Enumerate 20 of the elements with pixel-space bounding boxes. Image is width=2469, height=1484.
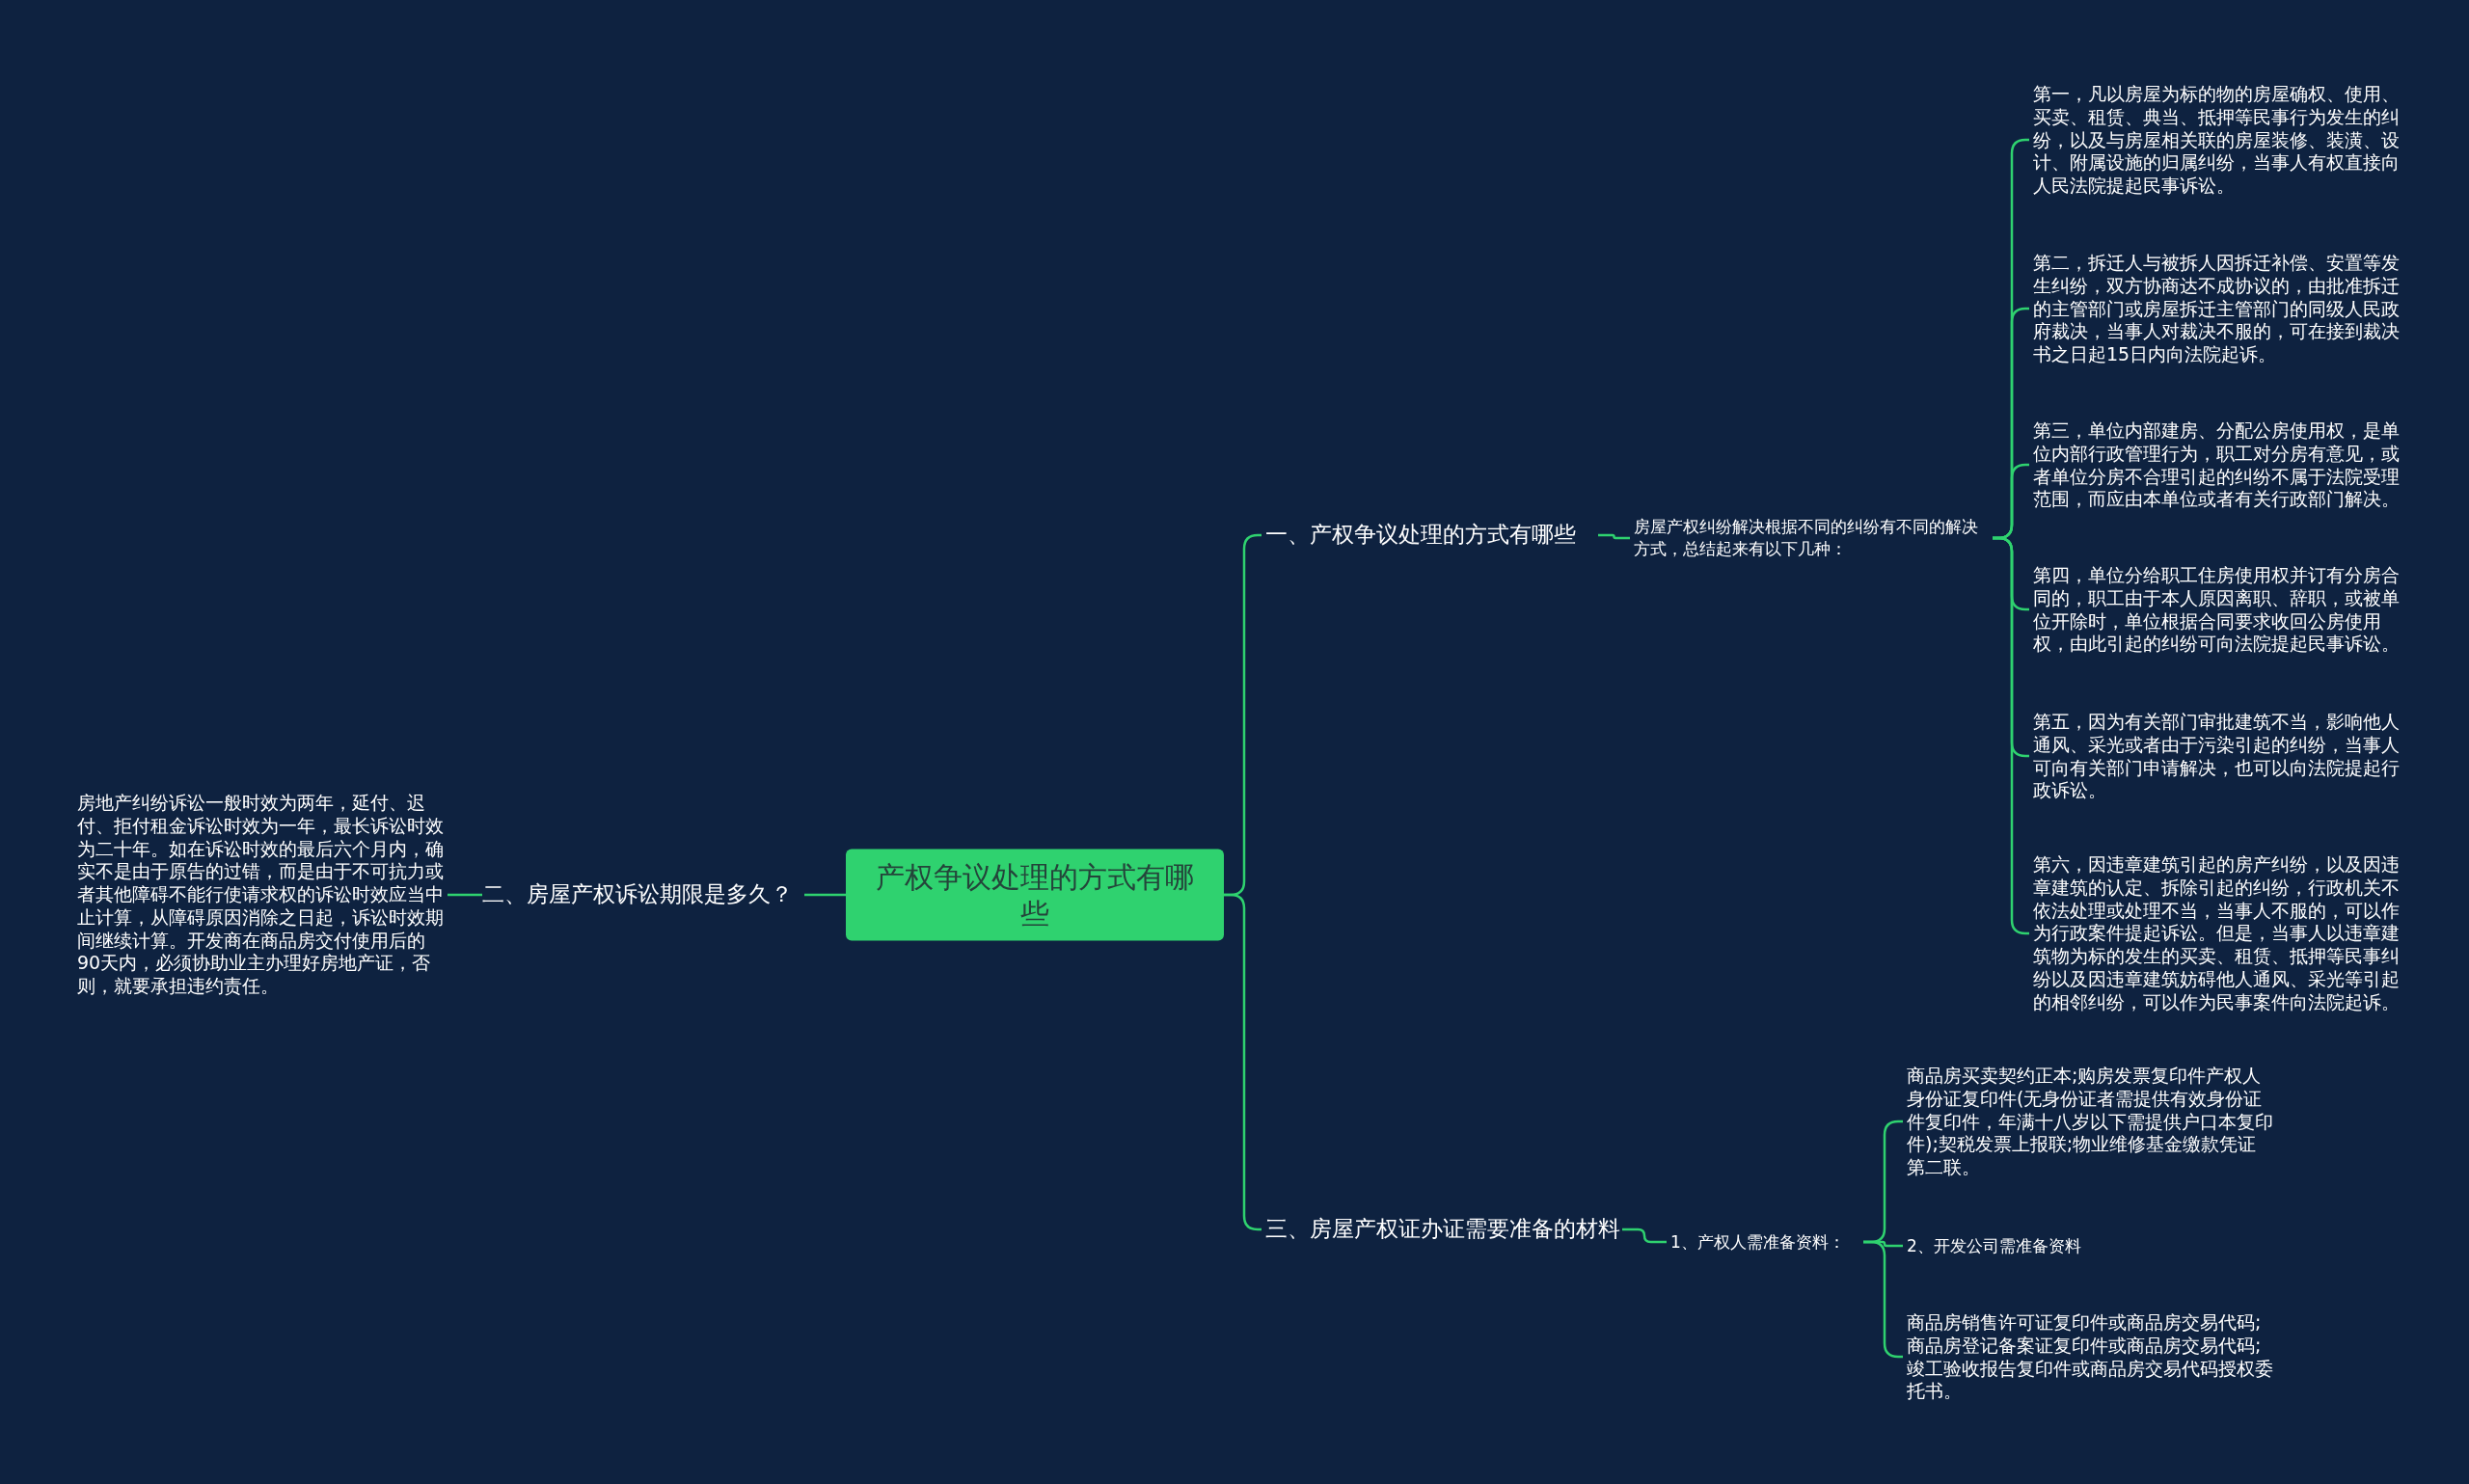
detail-text: 第五，因为有关部门审批建筑不当，影响他人通风、采光或者由于污染引起的纠纷，当事人可向有关部门申请解决，也可以向法院提起行政诉讼。 <box>2033 710 2400 802</box>
detail-text: 房地产纠纷诉讼一般时效为两年，延付、迟付、拒付租金诉讼时效为一年，最长诉讼时效为二十年。如在诉讼时效的最后六个月内，确实不是由于原告的过错，而是由于不可抗力或者其他障碍不能行使请求权的诉讼时效应当中止计算，从障碍原因消除之日起，诉讼时效期间继续计算。开发商在商品房交付使用后的90天内，必须协助业主办理好房地产证，否则，就要承担违约责任。 <box>77 792 444 998</box>
detail-text: 第二，拆迁人与被拆人因拆迁补偿、安置等发生纠纷，双方协商达不成协议的，由批准拆迁的主管部门或房屋拆迁主管部门的同级人民政府裁决，当事人对裁决不服的，可在接到裁决书之日起15日内向法院起诉。 <box>2033 251 2400 366</box>
detail-text: 第一，凡以房屋为标的物的房屋确权、使用、买卖、租赁、典当、抵押等民事行为发生的纠纷，以及与房屋相关联的房屋装修、装潢、设计、附属设施的归属纠纷，当事人有权直接向人民法院提起民事诉讼。 <box>2033 82 2400 198</box>
branch-topic: 一、产权争议处理的方式有哪些 <box>1265 521 1598 550</box>
detail-text: 第四，单位分给职工住房使用权并订有分房合同的，职工由于本人原因离职、辞职，或被单位开除时，单位根据合同要求收回公房使用权，由此引起的纠纷可向法院提起民事诉讼。 <box>2033 563 2400 656</box>
connector-line <box>1622 1228 1667 1244</box>
connector-line <box>448 893 482 897</box>
subtopic-text: 1、产权人需准备资料： <box>1670 1230 1863 1254</box>
subtopic-text: 房屋产权纠纷解决根据不同的纠纷有不同的解决方式，总结起来有以下几种： <box>1634 516 1993 560</box>
detail-text: 第六，因违章建筑引起的房产纠纷，以及因违章建筑的认定、拆除引起的纠纷，行政机关不依法处理或处理不当，当事人不服的，可以作为行政案件提起诉讼。但是，当事人以违章建筑物为标的发生的买卖、租赁、抵押等民事纠纷以及因违章建筑妨碍他人通风、采光等引起的相邻纠纷，可以作为民事案件向法院起诉。 <box>2033 852 2400 1014</box>
central-topic: 产权争议处理的方式有哪些 <box>846 849 1224 941</box>
connector-line <box>1598 533 1630 540</box>
subtopic-text: 2、开发公司需准备资料 <box>1907 1234 2273 1257</box>
detail-text: 商品房买卖契约正本;购房发票复印件产权人身份证复印件(无身份证者需提供有效身份证件复印件，年满十八岁以下需提供户口本复印件);契税发票上报联;物业维修基金缴款凭证第二联。 <box>1907 1064 2273 1179</box>
branch-topic: 二、房屋产权诉讼期限是多久？ <box>482 880 800 909</box>
detail-text: 商品房销售许可证复印件或商品房交易代码;商品房登记备案证复印件或商品房交易代码;竣工验收报告复印件或商品房交易代码授权委托书。 <box>1907 1310 2273 1403</box>
branch-topic: 三、房屋产权证办证需要准备的材料 <box>1265 1215 1622 1244</box>
detail-text: 第三，单位内部建房、分配公房使用权，是单位内部行政管理行为，职工对分房有意见，或者单位分房不合理引起的纠纷不属于法院受理范围，而应由本单位或者有关行政部门解决。 <box>2033 418 2400 511</box>
connector-line <box>804 893 846 897</box>
